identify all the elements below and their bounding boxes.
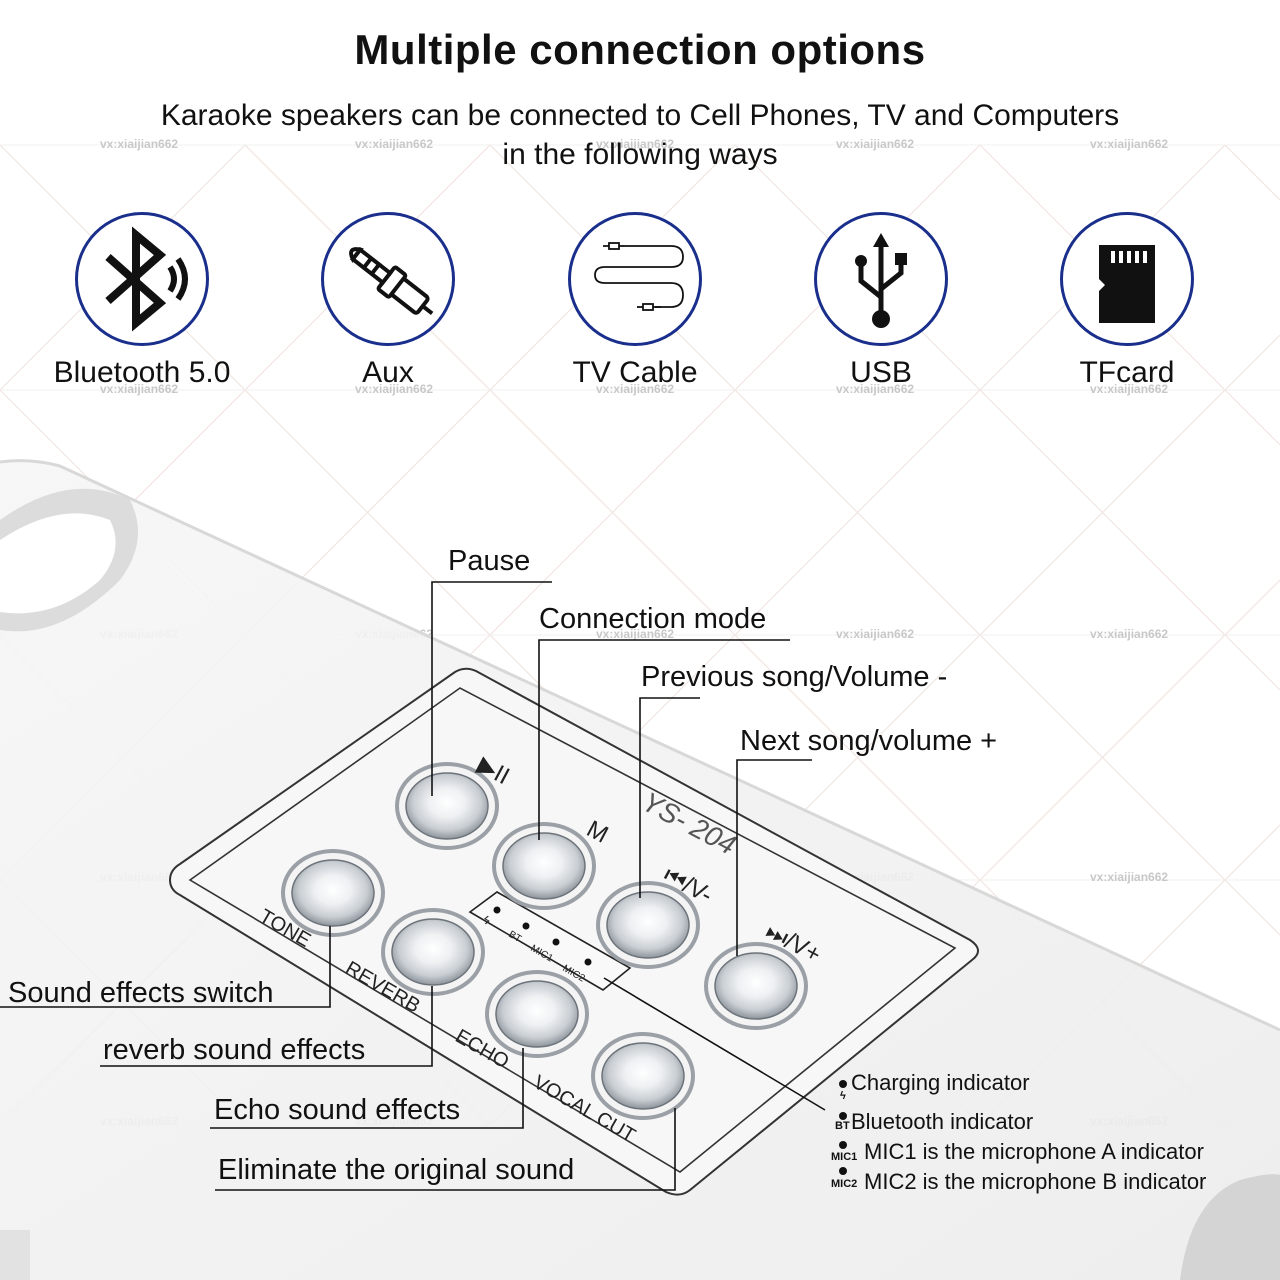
indicator-sub-charge: ϟ: [840, 1090, 846, 1102]
indicator-charging: Charging indicator: [851, 1070, 1030, 1095]
echo-button[interactable]: [485, 970, 589, 1058]
indicator-dot: [839, 1080, 847, 1088]
option-circle: [321, 212, 455, 346]
option-label: Aux: [362, 356, 414, 389]
watermark-text: vx:xiaijian662: [355, 137, 434, 151]
callout-previous: Previous song/Volume -: [641, 661, 948, 693]
reverb-button[interactable]: [381, 908, 485, 996]
led-indicator-box: [468, 891, 632, 991]
panel-buttons: [281, 762, 808, 1120]
indicator-dot: [839, 1141, 847, 1149]
indicator-mic1: MIC1 is the microphone A indicator: [864, 1139, 1204, 1164]
subtitle-line-2: in the following ways: [502, 138, 778, 171]
option-usb: USB: [791, 212, 971, 390]
page-title: Multiple connection options: [354, 26, 926, 73]
callout-sound-effects: Sound effects switch: [8, 977, 274, 1009]
indicator-mic2: MIC2 is the microphone B indicator: [864, 1169, 1207, 1194]
indicator-dot: [839, 1167, 847, 1175]
option-aux: Aux: [298, 212, 478, 390]
watermark-text: vx:xiaijian662: [596, 627, 675, 641]
watermark-text: vx:xiaijian662: [355, 382, 434, 396]
option-tf-card: TFcard: [1037, 212, 1217, 390]
callout-connection-mode: Connection mode: [539, 603, 767, 635]
watermark-text: vx:xiaijian662: [1090, 627, 1169, 641]
watermark-text: vx:xiaijian662: [596, 382, 675, 396]
callout-echo: Echo sound effects: [214, 1094, 461, 1126]
option-circle: [814, 212, 948, 346]
indicator-dot: [839, 1112, 847, 1120]
option-label: Bluetooth 5.0: [53, 356, 231, 389]
watermark-text: vx:xiaijian662: [836, 627, 915, 641]
mode-button[interactable]: [492, 822, 596, 910]
option-circle: [1060, 212, 1194, 346]
watermark-text: vx:xiaijian662: [1090, 382, 1169, 396]
callout-pause: Pause: [448, 545, 531, 577]
watermark-text: vx:xiaijian662: [1090, 870, 1169, 884]
usb-icon: [855, 233, 907, 328]
watermark-text: vx:xiaijian662: [100, 137, 179, 151]
option-label: USB: [850, 356, 912, 389]
callout-next: Next song/volume +: [740, 725, 998, 757]
subtitle-line-1: Karaoke speakers can be connected to Cel…: [160, 99, 1120, 132]
watermark-text: vx:xiaijian662: [596, 137, 675, 151]
indicator-bluetooth: Bluetooth indicator: [851, 1109, 1034, 1134]
control-panel: [168, 667, 979, 1196]
watermark-text: vx:xiaijian662: [836, 382, 915, 396]
watermark-text: vx:xiaijian662: [836, 137, 915, 151]
play-pause-button[interactable]: [395, 762, 499, 850]
callout-reverb: reverb sound effects: [103, 1034, 366, 1066]
callout-lines: [0, 581, 826, 1191]
watermark-text: vx:xiaijian662: [1090, 137, 1169, 151]
previous-volume-down-button[interactable]: [596, 881, 700, 969]
indicator-sub-mic2: MIC2: [831, 1178, 858, 1190]
tv-cable-icon: [594, 242, 684, 311]
tone-button[interactable]: [281, 849, 385, 937]
indicator-sub-mic1: MIC1: [831, 1151, 858, 1163]
vocal-cut-button[interactable]: [591, 1032, 695, 1120]
page-subtitle: Karaoke speakers can be connected to Cel…: [80, 96, 1200, 174]
indicator-sub-bt: BT: [835, 1120, 850, 1132]
bluetooth-icon: [105, 226, 188, 332]
option-circle: [568, 212, 702, 346]
aux-plug-icon: [349, 246, 434, 316]
next-volume-up-button[interactable]: [704, 942, 808, 1030]
tf-card-icon: [1099, 245, 1155, 323]
option-label: TV Cable: [572, 356, 698, 389]
option-label: TFcard: [1079, 356, 1175, 389]
option-circle: [75, 212, 209, 346]
callout-eliminate: Eliminate the original sound: [218, 1154, 575, 1186]
watermark-text: vx:xiaijian662: [100, 382, 179, 396]
option-tv-cable: TV Cable: [545, 212, 725, 390]
option-bluetooth: Bluetooth 5.0: [52, 212, 232, 390]
